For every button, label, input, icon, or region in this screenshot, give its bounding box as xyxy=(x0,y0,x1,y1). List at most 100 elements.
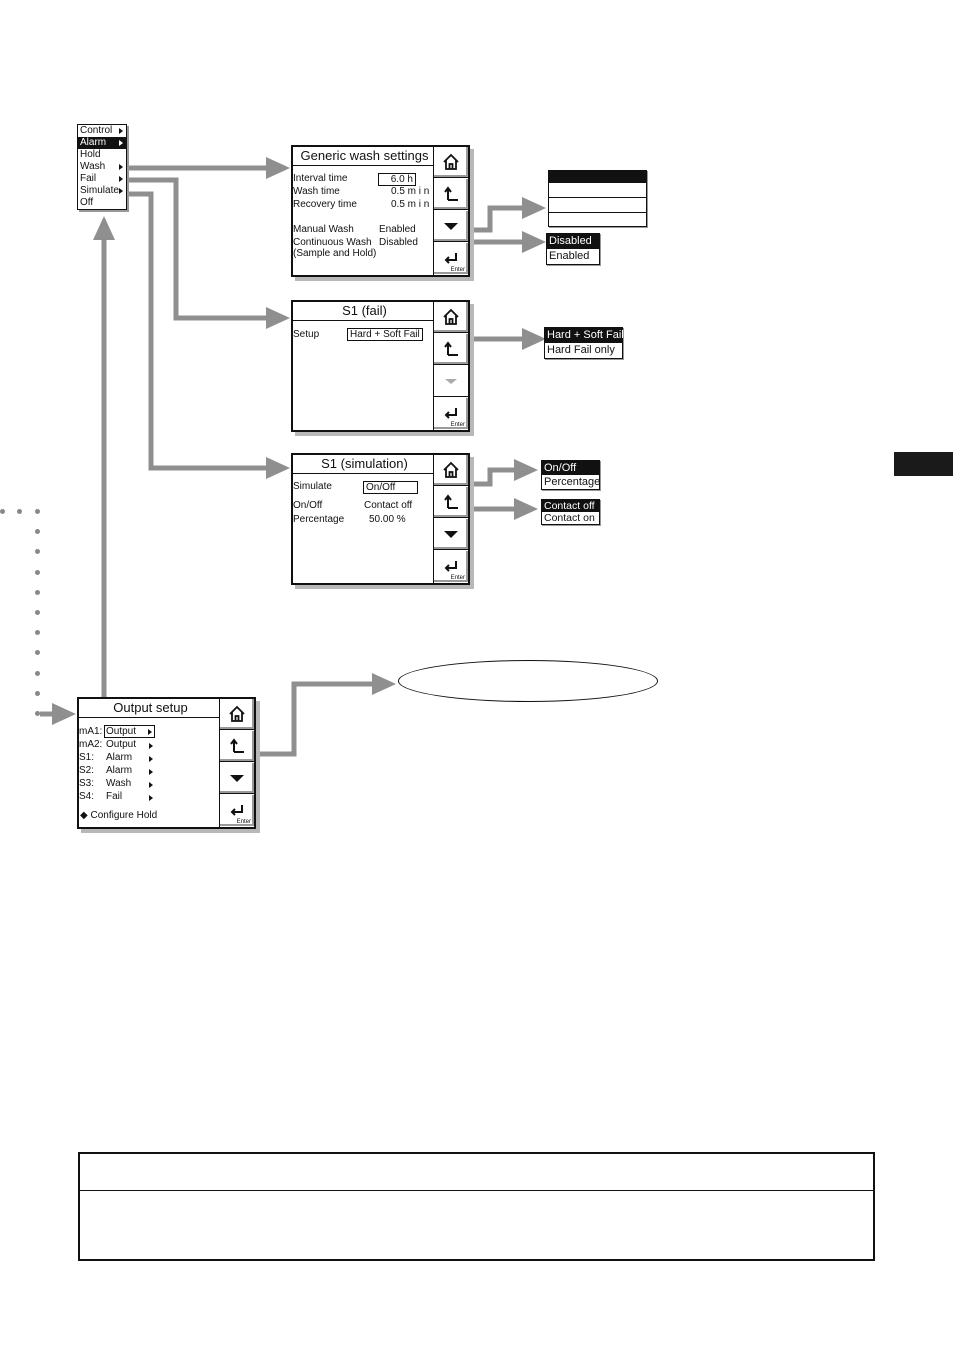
fail-options: Hard + Soft Fail Hard Fail only xyxy=(544,327,624,359)
option-enabled[interactable]: Enabled xyxy=(549,250,590,262)
simulate-field[interactable]: On/Off xyxy=(363,481,418,494)
option-item[interactable] xyxy=(549,171,646,183)
menu-item-fail[interactable]: Fail xyxy=(78,173,126,185)
option-hard-soft-fail[interactable]: Hard + Soft Fail xyxy=(545,328,624,343)
manual-wash-label: Manual Wash xyxy=(293,224,354,235)
output-row-value-selected[interactable]: Output xyxy=(104,725,155,738)
button-column: Enter xyxy=(433,455,468,583)
output-row-value[interactable]: Alarm xyxy=(106,752,133,763)
arrow-output-to-ellipse xyxy=(259,681,375,757)
back-button[interactable] xyxy=(434,487,468,518)
enter-button[interactable]: Enter xyxy=(220,795,254,826)
chevron-right-icon xyxy=(148,729,152,735)
home-button[interactable] xyxy=(220,699,254,730)
onoff-value[interactable]: Contact off xyxy=(364,500,413,511)
button-column: Enter xyxy=(219,699,254,827)
back-arrow-icon xyxy=(444,494,458,509)
home-icon xyxy=(229,705,245,722)
arrowhead xyxy=(266,307,290,329)
down-button[interactable] xyxy=(434,211,468,242)
configure-hold-item[interactable]: ◆ Configure Hold xyxy=(80,810,158,821)
continuous-wash-value[interactable]: Disabled xyxy=(379,237,418,248)
option-item[interactable] xyxy=(549,198,646,213)
chevron-right-icon xyxy=(149,756,153,762)
dot xyxy=(0,509,5,514)
dot xyxy=(35,650,40,655)
enter-icon xyxy=(230,804,243,816)
recovery-time-value[interactable]: 0.5 m i n xyxy=(391,199,430,210)
back-button[interactable] xyxy=(434,334,468,365)
down-arrow-icon xyxy=(445,379,457,384)
enter-icon xyxy=(444,407,457,419)
percentage-value[interactable]: 50.00 % xyxy=(369,514,406,525)
screen-title: Generic wash settings xyxy=(293,147,436,166)
setup-field[interactable]: Hard + Soft Fail xyxy=(347,328,423,341)
option-hard-fail-only[interactable]: Hard Fail only xyxy=(547,344,615,356)
output-row-value[interactable]: Wash xyxy=(106,778,132,789)
back-button[interactable] xyxy=(220,731,254,762)
continuous-wash-label: Continuous Wash xyxy=(293,237,372,248)
output-row-label: S4: xyxy=(79,791,95,802)
down-arrow-icon xyxy=(444,531,458,538)
arrowhead xyxy=(514,459,538,481)
dot xyxy=(35,610,40,615)
option-disabled[interactable]: Disabled xyxy=(547,234,599,249)
back-arrow-icon xyxy=(444,186,458,201)
screen-title: S1 (simulation) xyxy=(293,455,436,474)
menu-item-wash[interactable]: Wash xyxy=(78,161,126,173)
option-contact-off[interactable]: Contact off xyxy=(542,500,599,512)
down-arrow-icon xyxy=(230,775,244,782)
wash-enable-options: Disabled Enabled xyxy=(546,233,600,265)
option-item[interactable] xyxy=(549,183,646,198)
arrowhead xyxy=(266,157,290,179)
enter-button[interactable]: Enter xyxy=(434,243,468,274)
home-button[interactable] xyxy=(434,302,468,333)
dot xyxy=(35,529,40,534)
home-icon xyxy=(443,308,459,325)
interval-time-field[interactable]: 6.0 h xyxy=(378,173,416,186)
wash-time-value[interactable]: 0.5 m i n xyxy=(391,186,430,197)
option-onoff[interactable]: On/Off xyxy=(542,461,599,475)
note-box-divider xyxy=(80,1190,873,1191)
simulation-screen: S1 (simulation) Simulate On/Off On/Off C… xyxy=(291,453,470,585)
enter-button[interactable]: Enter xyxy=(434,398,468,429)
manual-wash-value[interactable]: Enabled xyxy=(379,224,416,235)
reference-ellipse xyxy=(398,660,658,702)
option-percentage[interactable]: Percentage xyxy=(544,476,601,488)
down-button[interactable] xyxy=(434,519,468,550)
contact-options: Contact off Contact on xyxy=(541,499,600,525)
sample-hold-label: (Sample and Hold) xyxy=(293,248,377,259)
home-button[interactable] xyxy=(434,147,468,178)
chevron-right-icon xyxy=(149,743,153,749)
menu-item-simulate[interactable]: Simulate xyxy=(78,185,126,197)
output-row-value[interactable]: Output xyxy=(106,739,137,750)
menu-item-hold[interactable]: Hold xyxy=(80,149,101,160)
arrow-sim-to-mode xyxy=(472,467,517,487)
enter-icon xyxy=(444,560,457,572)
back-button[interactable] xyxy=(434,179,468,210)
output-row-value[interactable]: Fail xyxy=(106,791,123,802)
home-icon xyxy=(443,153,459,170)
arrow-wash-to-interval xyxy=(472,205,525,233)
menu-item-off[interactable]: Off xyxy=(80,197,94,208)
home-button[interactable] xyxy=(434,455,468,486)
option-contact-on[interactable]: Contact on xyxy=(544,512,595,524)
dot xyxy=(35,630,40,635)
down-button[interactable] xyxy=(220,763,254,794)
chevron-right-icon xyxy=(119,176,123,182)
arrowhead xyxy=(372,673,396,695)
enter-button[interactable]: Enter xyxy=(434,551,468,582)
section-tab-marker xyxy=(894,452,953,476)
down-button-disabled xyxy=(434,366,468,397)
wash-time-label: Wash time xyxy=(293,186,340,197)
menu-item-alarm[interactable]: Alarm xyxy=(78,137,126,149)
dot xyxy=(35,711,40,716)
arrow-fail-to-failscreen xyxy=(126,177,268,321)
option-item[interactable] xyxy=(549,213,646,226)
setup-label: Setup xyxy=(293,329,320,340)
arrowhead xyxy=(522,197,546,219)
dot xyxy=(35,590,40,595)
menu-item-control[interactable]: Control xyxy=(78,125,126,137)
output-row-value[interactable]: Alarm xyxy=(106,765,133,776)
